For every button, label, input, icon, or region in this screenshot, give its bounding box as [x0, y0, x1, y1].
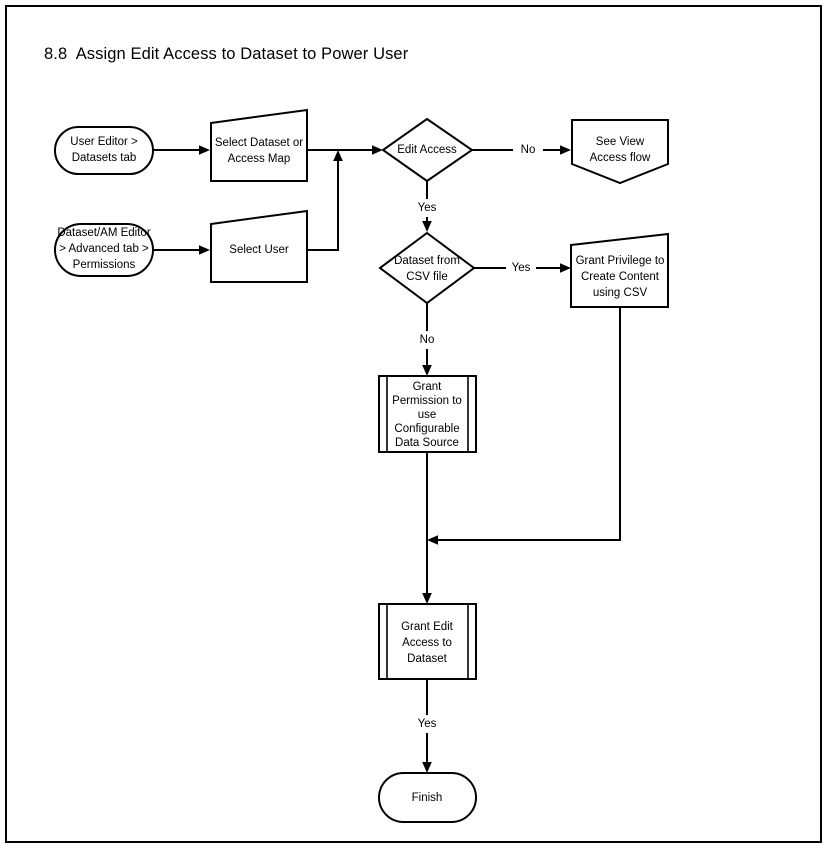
edge-grant-privilege-to-trunk [427, 307, 621, 545]
node-start-dataset-am-editor-line-1: > Advanced tab > [59, 243, 149, 255]
page-title: 8.8 Assign Edit Access to Dataset to Pow… [44, 45, 409, 63]
node-grant-edit-access-line-1: Access to [402, 637, 452, 649]
node-see-view-line-0: See View [596, 136, 645, 148]
node-start-user-editor[interactable]: User Editor > Datasets tab [54, 126, 154, 175]
node-grant-privilege-line-0: Grant Privilege to [576, 255, 665, 267]
node-grant-edit-access-line-0: Grant Edit [401, 621, 454, 633]
node-see-view-access-flow[interactable]: See View Access flow [571, 119, 669, 185]
node-select-user-line-0: Select User [229, 244, 289, 256]
node-dataset-from-csv-decision[interactable]: Dataset from CSV file [378, 231, 476, 305]
node-start-dataset-am-editor[interactable]: Dataset/AM Editor > Advanced tab > Permi… [54, 223, 154, 277]
edge-label-csv-no: No [420, 334, 435, 346]
node-grant-permission-line-1: Permission to [392, 395, 462, 407]
node-grant-permission-line-0: Grant [413, 381, 443, 393]
node-csv-decision-line-0: Dataset from [394, 255, 460, 267]
node-grant-privilege-line-1: Create Content [581, 271, 660, 283]
node-grant-privilege-create-content[interactable]: Grant Privilege to Create Content using … [570, 232, 669, 308]
node-select-user[interactable]: Select User [210, 209, 308, 283]
edge-csv-no-to-grant-permission: No [420, 303, 435, 376]
node-select-dataset-line-0: Select Dataset or [215, 137, 303, 149]
node-finish[interactable]: Finish [378, 772, 477, 823]
node-start-dataset-am-editor-line-2: Permissions [73, 259, 136, 271]
node-grant-permission-line-4: Data Source [395, 437, 459, 449]
edge-edit-access-no-to-see-view: No [472, 144, 571, 156]
node-start-user-editor-line-1: Datasets tab [72, 152, 137, 164]
node-grant-edit-access-to-dataset[interactable]: Grant Edit Access to Dataset [378, 603, 477, 680]
node-start-dataset-am-editor-line-0: Dataset/AM Editor [57, 227, 150, 239]
node-select-dataset-line-1: Access Map [228, 153, 291, 165]
edge-label-csv-yes: Yes [512, 262, 531, 274]
edge-grant-permission-to-grant-edit-access [422, 452, 432, 604]
edge-label-edit-access-yes: Yes [418, 202, 437, 214]
edge-label-edit-access-no: No [521, 144, 536, 156]
node-select-dataset-or-access-map[interactable]: Select Dataset or Access Map [210, 108, 308, 182]
edge-start1-to-select-dataset [153, 145, 210, 155]
edge-select-dataset-to-edit-access [307, 145, 383, 155]
node-edit-access-line-0: Edit Access [397, 144, 457, 156]
edge-select-user-to-edit-access [307, 150, 343, 251]
edge-grant-edit-access-to-finish: Yes [418, 679, 437, 773]
node-start-user-editor-line-0: User Editor > [70, 136, 138, 148]
node-grant-edit-access-line-2: Dataset [407, 653, 447, 665]
edge-edit-access-yes-to-csv-decision: Yes [418, 181, 437, 232]
node-edit-access-decision[interactable]: Edit Access [381, 117, 474, 183]
node-see-view-line-1: Access flow [590, 152, 651, 164]
node-grant-permission-line-3: Configurable [394, 423, 459, 435]
node-finish-line-0: Finish [412, 792, 443, 804]
edge-csv-yes-to-grant-privilege: Yes [474, 262, 571, 274]
node-grant-privilege-line-2: using CSV [593, 287, 648, 299]
edge-start2-to-select-user [153, 245, 210, 255]
edge-label-finish-yes: Yes [418, 718, 437, 730]
node-grant-permission-configurable-data-source[interactable]: Grant Permission to use Configurable Dat… [378, 375, 477, 453]
node-grant-permission-line-2: use [418, 409, 437, 421]
node-csv-decision-line-1: CSV file [406, 271, 448, 283]
